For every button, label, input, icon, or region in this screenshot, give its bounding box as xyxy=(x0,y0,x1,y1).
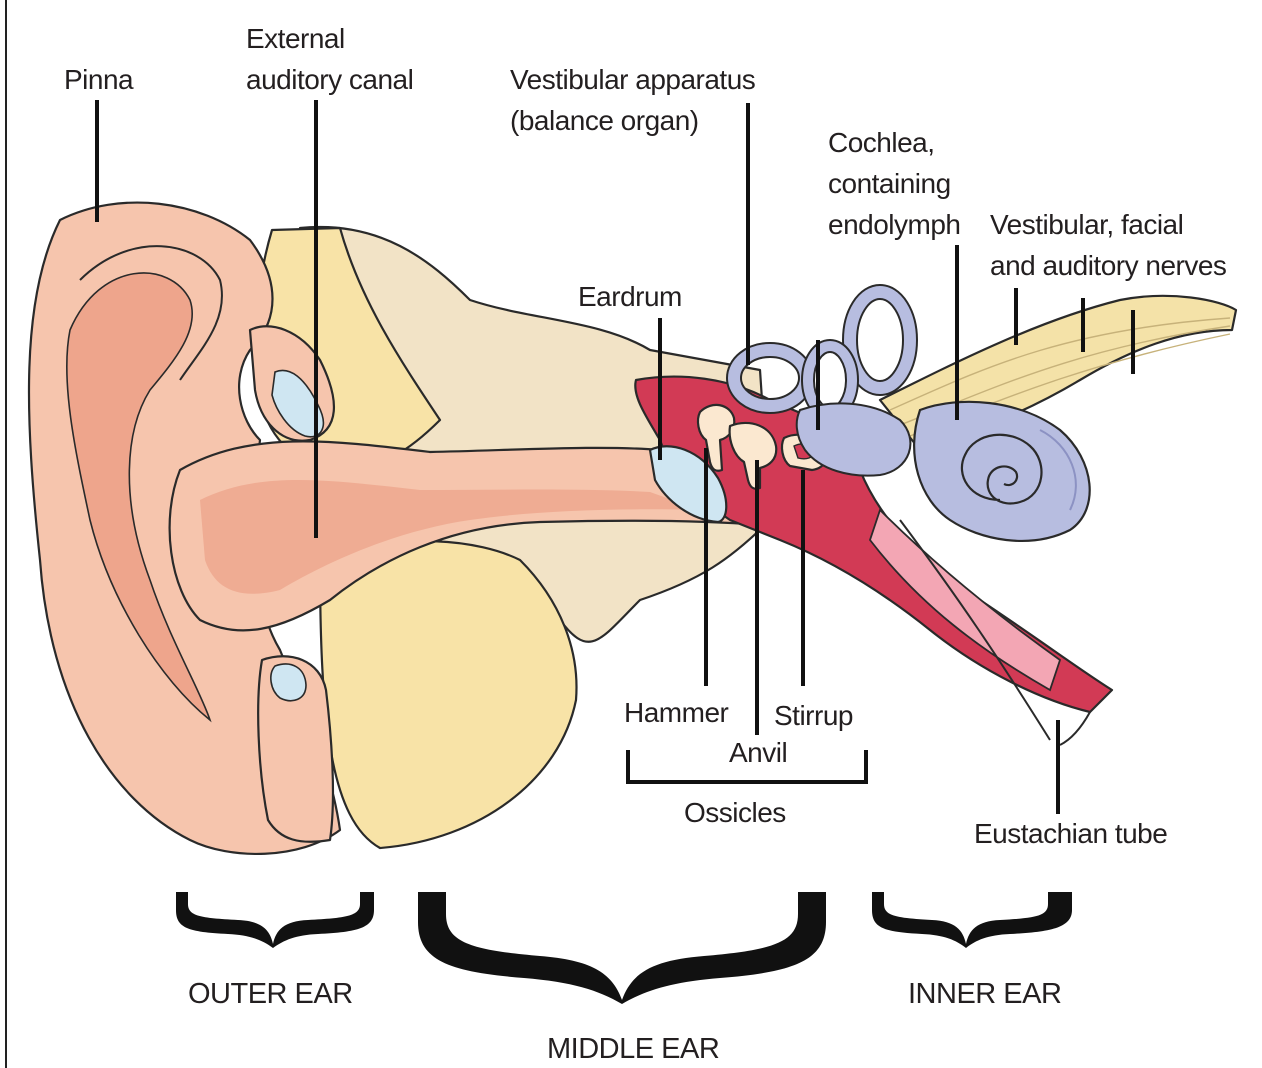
label-eardrum: Eardrum xyxy=(578,281,682,312)
fatty-tissue-lower xyxy=(320,541,577,848)
label-ossicles: Ossicles xyxy=(684,797,786,828)
label-anvil: Anvil xyxy=(729,737,787,768)
label-cochlea-line3: endolymph xyxy=(828,209,960,240)
label-nerves-line2: and auditory nerves xyxy=(990,250,1226,281)
label-canal-line1: External xyxy=(246,23,345,54)
label-pinna: Pinna xyxy=(64,64,134,95)
label-cochlea-line1: Cochlea, xyxy=(828,127,935,158)
inner-ear-brace xyxy=(872,892,1072,948)
label-stirrup: Stirrup xyxy=(774,700,853,731)
label-nerves-line1: Vestibular, facial xyxy=(990,209,1183,240)
label-eustachian: Eustachian tube xyxy=(974,818,1167,849)
section-inner-ear: INNER EAR xyxy=(908,978,1061,1010)
label-hammer: Hammer xyxy=(624,697,729,728)
middle-ear-brace xyxy=(418,892,826,1004)
section-outer-ear: OUTER EAR xyxy=(188,978,353,1010)
label-vestibular-line1: Vestibular apparatus xyxy=(510,64,755,95)
label-vestibular-line2: (balance organ) xyxy=(510,105,699,136)
label-canal-line2: auditory canal xyxy=(246,64,413,95)
cochlea-shape xyxy=(914,402,1090,541)
lobe-membrane xyxy=(271,664,306,701)
section-middle-ear: MIDDLE EAR xyxy=(547,1033,719,1065)
label-cochlea-line2: containing xyxy=(828,168,951,199)
outer-ear-brace xyxy=(176,892,374,948)
